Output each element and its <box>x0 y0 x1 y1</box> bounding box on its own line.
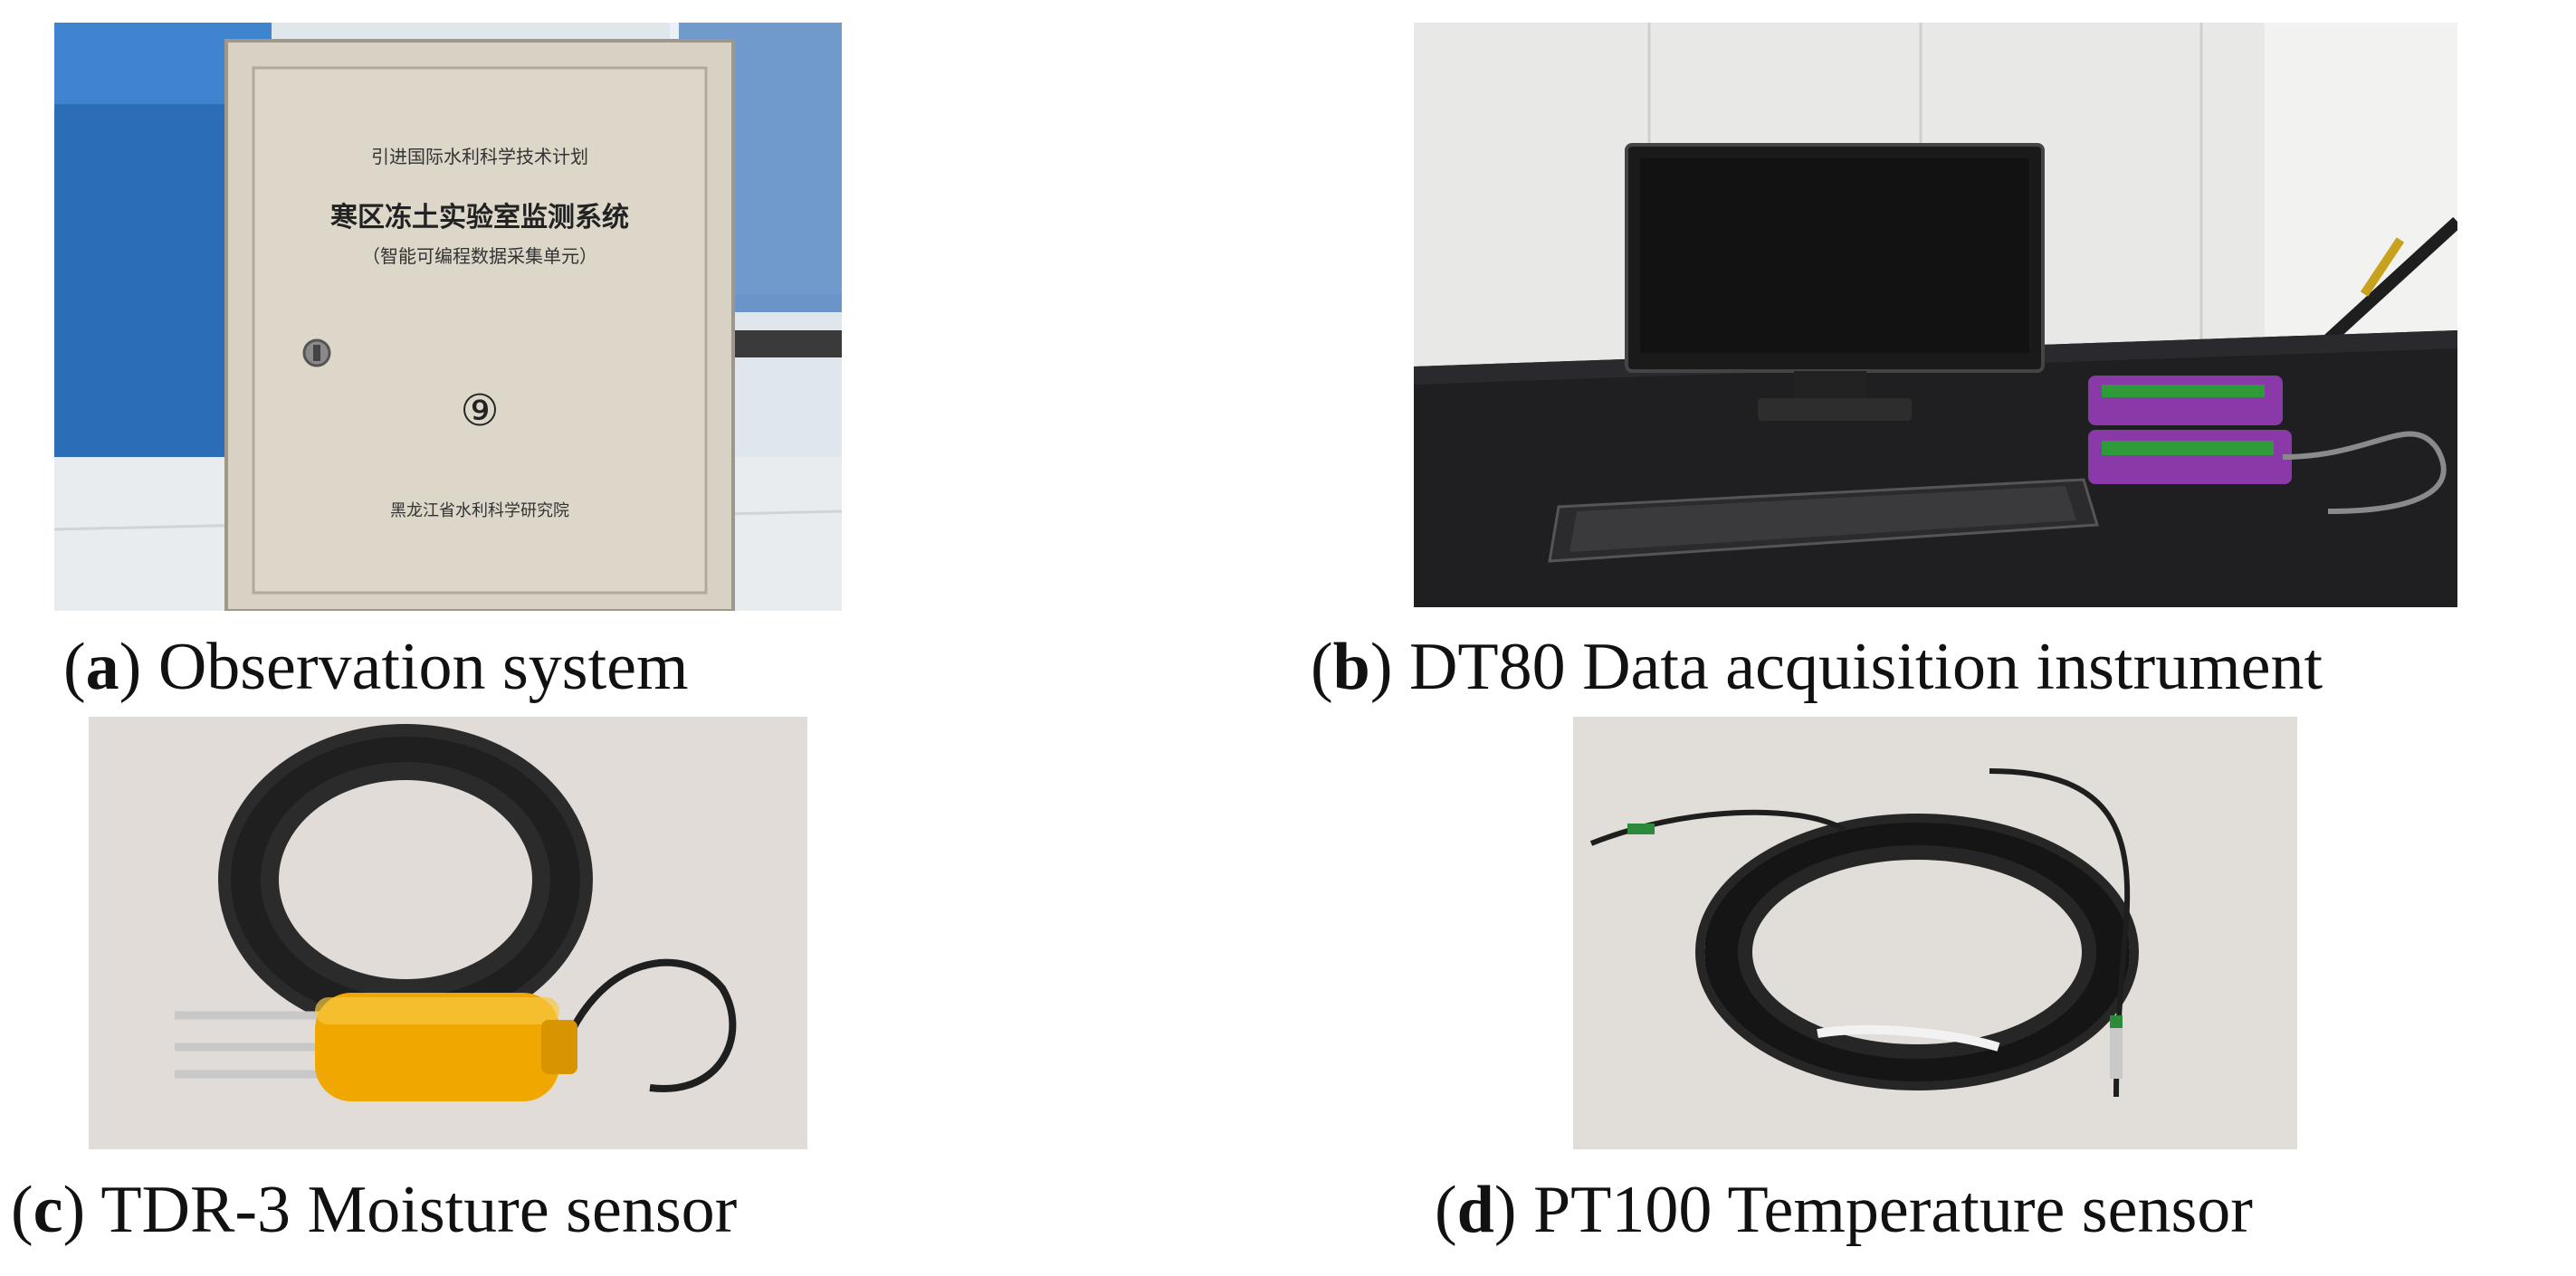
observation-system-image: 引进国际水利科学技术计划 寒区冻土实验室监测系统 （智能可编程数据采集单元） ⑨… <box>54 23 842 611</box>
cabinet-label-bottom: 黑龙江省水利科学研究院 <box>390 501 569 520</box>
caption-d-letter: d <box>1456 1173 1494 1247</box>
caption-a-letter: a <box>85 630 119 704</box>
caption-a: (a) Observation system <box>63 630 689 704</box>
cabinet-label-line2: 寒区冻土实验室监测系统 <box>330 202 629 233</box>
photo-tdr3 <box>89 717 807 1149</box>
caption-d-text: PT100 Temperature sensor <box>1532 1173 2253 1247</box>
caption-c-text: TDR-3 Moisture sensor <box>100 1173 738 1247</box>
caption-b-letter: b <box>1332 630 1370 704</box>
caption-b: (b) DT80 Data acquisition instrument <box>1311 630 2323 704</box>
photo-observation-system: 引进国际水利科学技术计划 寒区冻土实验室监测系统 （智能可编程数据采集单元） ⑨… <box>54 23 842 611</box>
photo-dt80 <box>1414 23 2457 607</box>
caption-a-text: Observation system <box>157 630 689 704</box>
pt100-image <box>1573 717 2297 1149</box>
caption-b-text: DT80 Data acquisition instrument <box>1408 630 2323 704</box>
dt80-image <box>1414 23 2457 607</box>
tdr3-image <box>89 717 807 1149</box>
cabinet-label-line1: 引进国际水利科学技术计划 <box>371 146 588 167</box>
cabinet-number: ⑨ <box>460 386 499 436</box>
caption-c-letter: c <box>33 1173 63 1247</box>
caption-c: (c) TDR-3 Moisture sensor <box>11 1173 738 1247</box>
photo-pt100 <box>1573 717 2297 1149</box>
caption-d: (d) PT100 Temperature sensor <box>1435 1173 2253 1247</box>
cabinet-label-line3: （智能可编程数据采集单元） <box>362 245 597 267</box>
